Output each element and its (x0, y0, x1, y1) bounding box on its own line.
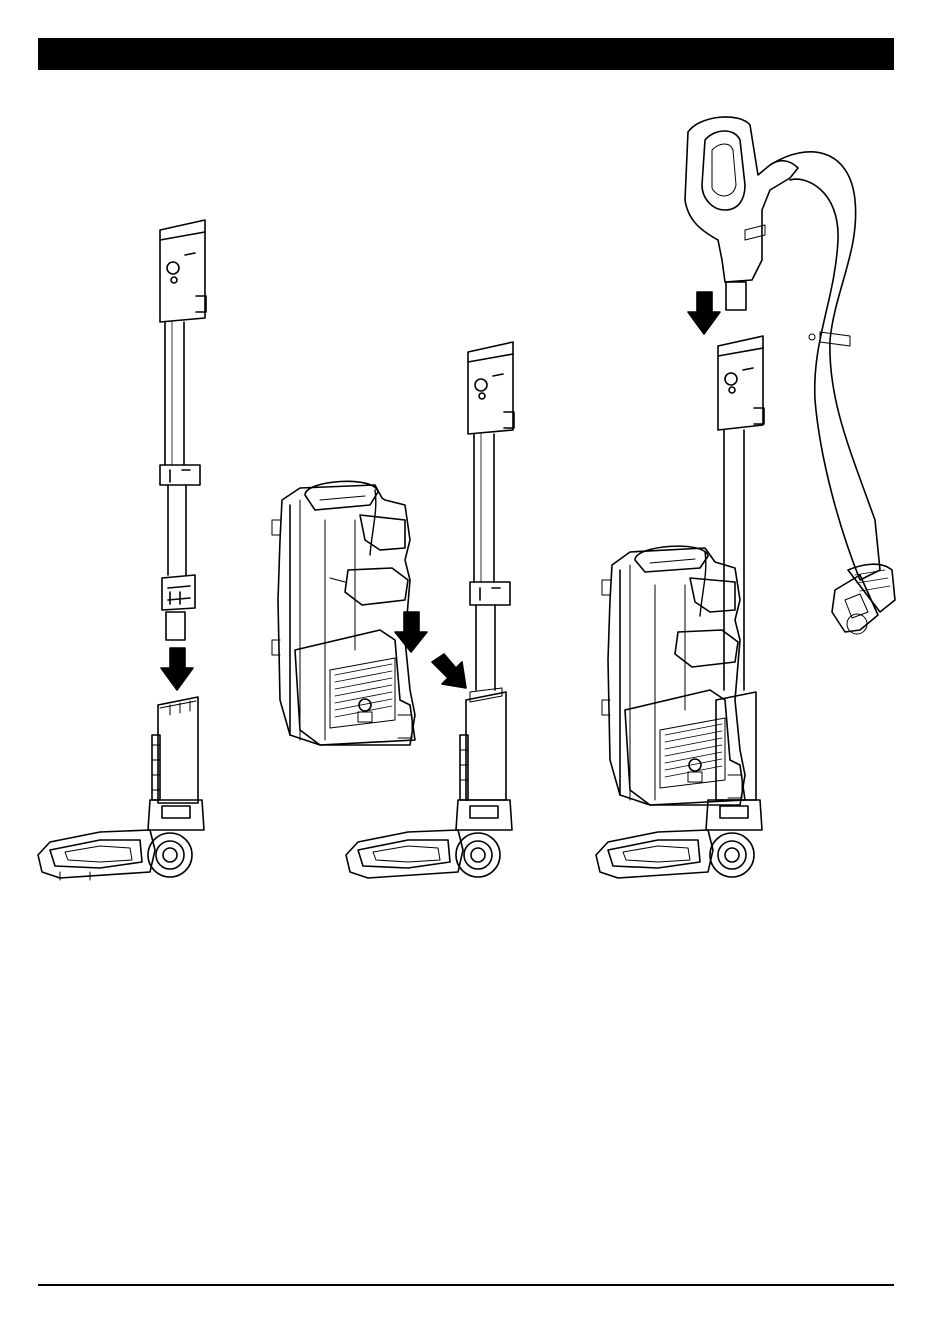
header-bar (38, 38, 894, 70)
assembly-illustration (0, 100, 933, 900)
arrow-down-icon (688, 292, 720, 334)
panel-2-pod-onto-wand (272, 342, 514, 878)
header-title (38, 46, 48, 62)
panel-1-wand-into-nozzle (38, 220, 206, 880)
arrow-down-icon (395, 612, 427, 652)
arrow-down-icon (161, 648, 193, 690)
footer-rule (38, 1284, 894, 1286)
panel-3-handle-onto-wand (596, 117, 895, 878)
arrow-diagonal-icon (432, 654, 466, 688)
